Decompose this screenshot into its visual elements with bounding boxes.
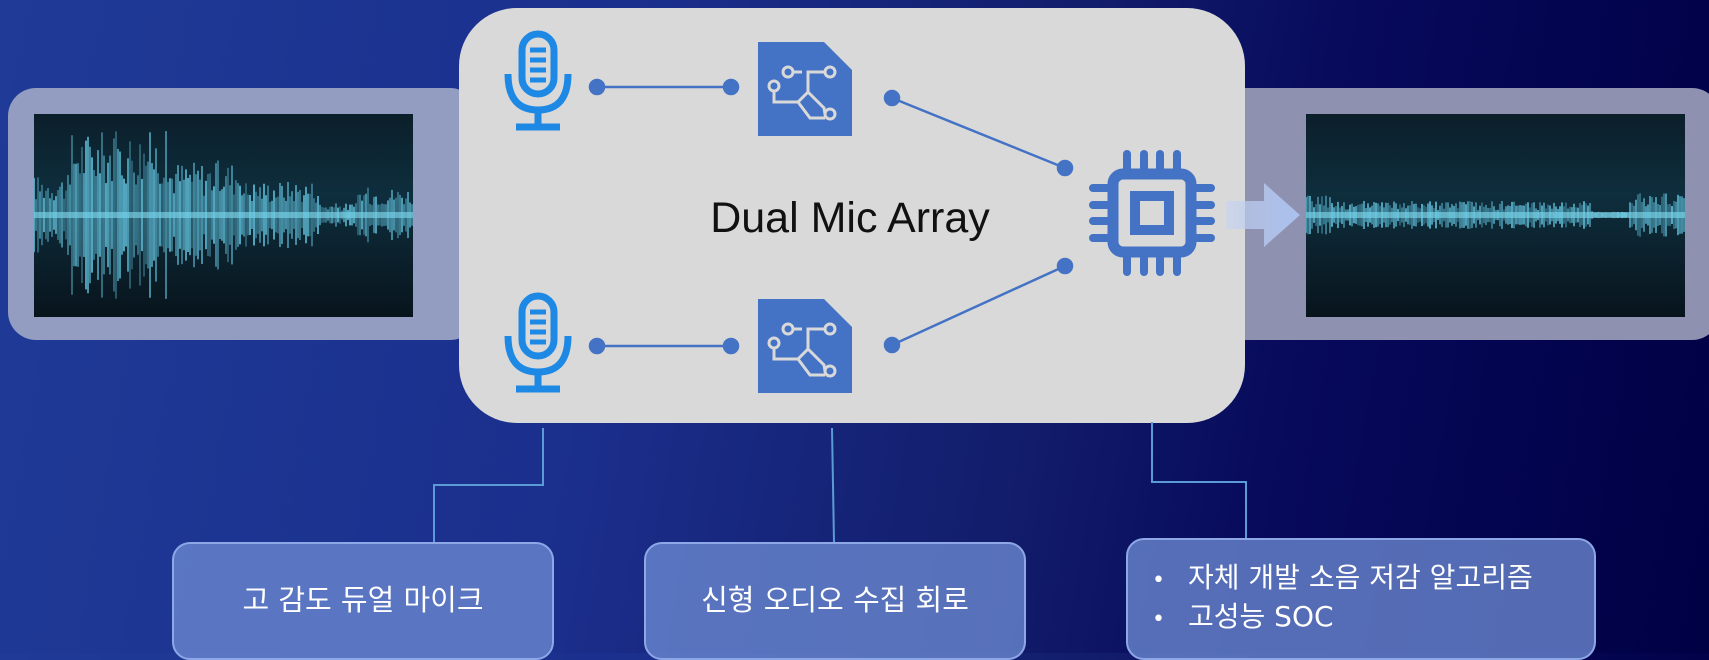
right-arrow-icon [1226,183,1300,251]
dual-mic-label-box: 고 감도 듀얼 마이크 [172,542,554,660]
audio-circuit-label-box: 신형 오디오 수집 회로 [644,542,1026,660]
bullet-list: •자체 개발 소음 저감 알고리즘 •고성능 SOC [1152,560,1533,638]
diagram-title: Dual Mic Array [710,194,990,242]
box-label: 고 감도 듀얼 마이크 [242,583,484,617]
circuit-board-icon [758,299,852,397]
noisy-waveform-image [34,114,413,317]
clean-waveform-image [1306,114,1685,317]
circuit-board-icon [758,42,852,140]
processor-chip-icon [1087,148,1217,282]
algorithm-soc-label-box: •자체 개발 소음 저감 알고리즘 •고성능 SOC [1126,538,1596,660]
microphone-icon [500,292,576,398]
microphone-icon [500,30,576,136]
list-item: •고성능 SOC [1152,600,1334,633]
box-label: 신형 오디오 수집 회로 [701,583,969,617]
list-item: •자체 개발 소음 저감 알고리즘 [1152,561,1533,594]
